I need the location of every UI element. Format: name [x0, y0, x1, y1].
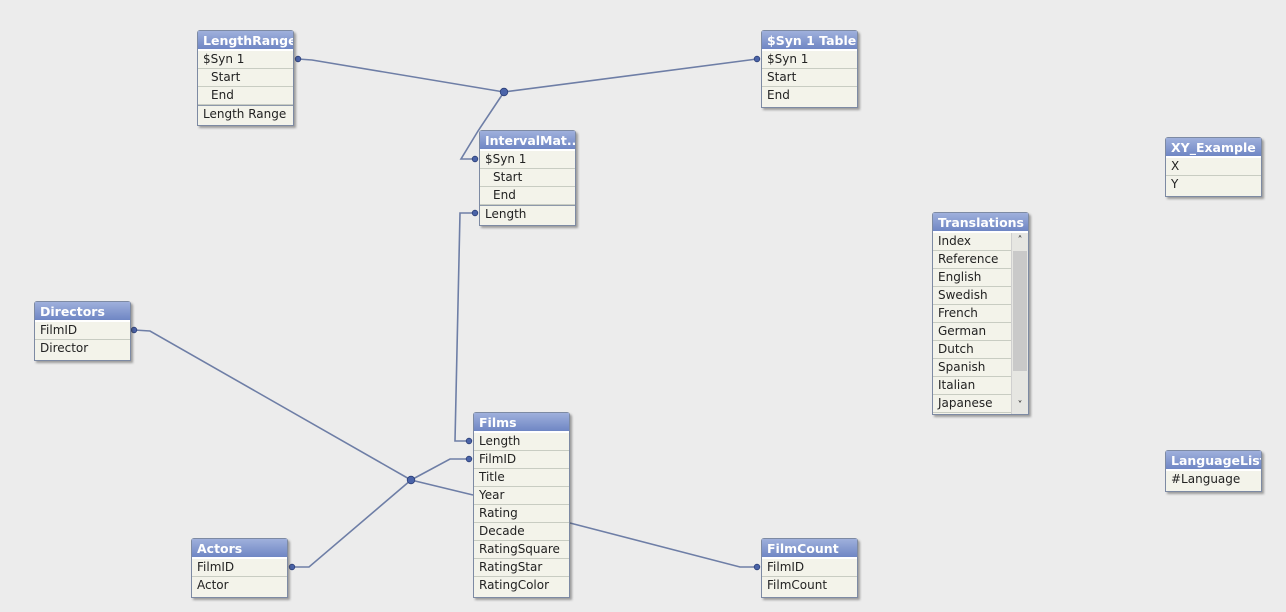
field-end[interactable]: End [480, 187, 575, 205]
table-intervalmatch[interactable]: IntervalMat... $Syn 1 Start End Length [479, 130, 576, 226]
association-line [569, 522, 757, 568]
link-endpoint [471, 155, 479, 163]
junction-node [499, 87, 509, 97]
field-length[interactable]: Length [480, 205, 575, 223]
table-title[interactable]: FilmCount [762, 539, 857, 559]
field-french[interactable]: French [933, 305, 1028, 323]
field-length-range[interactable]: Length Range [198, 105, 293, 123]
table-translations[interactable]: Translations Index Reference English Swe… [932, 212, 1029, 415]
link-endpoint [130, 326, 138, 334]
field-reference[interactable]: Reference [933, 251, 1028, 269]
field-syn1[interactable]: $Syn 1 [480, 151, 575, 169]
link-endpoint [471, 209, 479, 217]
field-filmid[interactable]: FilmID [474, 451, 569, 469]
table-title[interactable]: LengthRange [198, 31, 293, 51]
table-title[interactable]: $Syn 1 Table [762, 31, 857, 51]
field-x[interactable]: X [1166, 158, 1261, 176]
link-endpoint [465, 455, 473, 463]
table-films[interactable]: Films Length FilmID Title Year Rating De… [473, 412, 570, 598]
table-title[interactable]: Films [474, 413, 569, 433]
field-english[interactable]: English [933, 269, 1028, 287]
table-title[interactable]: XY_Example [1166, 138, 1261, 158]
field-swedish[interactable]: Swedish [933, 287, 1028, 305]
field-rating[interactable]: Rating [474, 505, 569, 523]
field-ratingstar[interactable]: RatingStar [474, 559, 569, 577]
link-endpoint [753, 55, 761, 63]
table-title[interactable]: Translations [933, 213, 1028, 233]
field-year[interactable]: Year [474, 487, 569, 505]
field-end[interactable]: End [767, 88, 790, 102]
table-syn1[interactable]: $Syn 1 Table $Syn 1 Start End [761, 30, 858, 108]
link-endpoint [753, 563, 761, 571]
field-director[interactable]: Director [40, 341, 89, 355]
table-title[interactable]: Directors [35, 302, 130, 322]
field-index[interactable]: Index [933, 233, 1028, 251]
association-line [292, 479, 412, 568]
field-y[interactable]: Y [1171, 177, 1179, 191]
field-ratingsquare[interactable]: RatingSquare [474, 541, 569, 559]
association-line [503, 58, 758, 93]
table-filmcount[interactable]: FilmCount FilmID FilmCount [761, 538, 858, 598]
field-ratingcolor[interactable]: RatingColor [479, 578, 550, 592]
junction-node [406, 475, 416, 485]
field-filmid[interactable]: FilmID [35, 322, 130, 340]
field-decade[interactable]: Decade [474, 523, 569, 541]
field-italian[interactable]: Italian [933, 377, 1028, 395]
field-filmcount[interactable]: FilmCount [767, 578, 828, 592]
link-endpoint [294, 55, 302, 63]
field-syn1[interactable]: $Syn 1 [762, 51, 857, 69]
link-endpoint [465, 437, 473, 445]
table-lengthrange[interactable]: LengthRange $Syn 1 Start End Length Rang… [197, 30, 294, 126]
field-german[interactable]: German [933, 323, 1028, 341]
association-line [410, 479, 474, 496]
chevron-down-icon[interactable]: ˅ [1017, 400, 1023, 411]
chevron-up-icon[interactable]: ˄ [1017, 235, 1023, 246]
table-xy-example[interactable]: XY_Example X Y [1165, 137, 1262, 197]
table-title[interactable]: Actors [192, 539, 287, 559]
field-actor[interactable]: Actor [197, 578, 229, 592]
scrollbar-thumb[interactable] [1013, 251, 1027, 371]
table-directors[interactable]: Directors FilmID Director [34, 301, 131, 361]
association-line [297, 58, 505, 93]
association-line [454, 212, 475, 442]
table-languagelist[interactable]: LanguageList #Language [1165, 450, 1262, 492]
field-filmid[interactable]: FilmID [192, 559, 287, 577]
field-length[interactable]: Length [474, 433, 569, 451]
field-title[interactable]: Title [474, 469, 569, 487]
field-language[interactable]: #Language [1171, 472, 1241, 486]
association-line [133, 329, 412, 481]
field-start[interactable]: Start [198, 69, 293, 87]
field-syn1[interactable]: $Syn 1 [198, 51, 293, 69]
association-line [459, 91, 505, 160]
field-japanese[interactable]: Japanese [933, 395, 1028, 413]
field-dutch[interactable]: Dutch [933, 341, 1028, 359]
association-line [410, 458, 469, 481]
field-filmid[interactable]: FilmID [762, 559, 857, 577]
field-start[interactable]: Start [480, 169, 575, 187]
link-endpoint [288, 563, 296, 571]
field-start[interactable]: Start [762, 69, 857, 87]
field-spanish[interactable]: Spanish [933, 359, 1028, 377]
scrollbar[interactable]: ˄ ˅ [1011, 233, 1028, 414]
field-end[interactable]: End [198, 87, 293, 105]
table-actors[interactable]: Actors FilmID Actor [191, 538, 288, 598]
table-title[interactable]: IntervalMat... [480, 131, 575, 151]
table-title[interactable]: LanguageList [1166, 451, 1261, 471]
